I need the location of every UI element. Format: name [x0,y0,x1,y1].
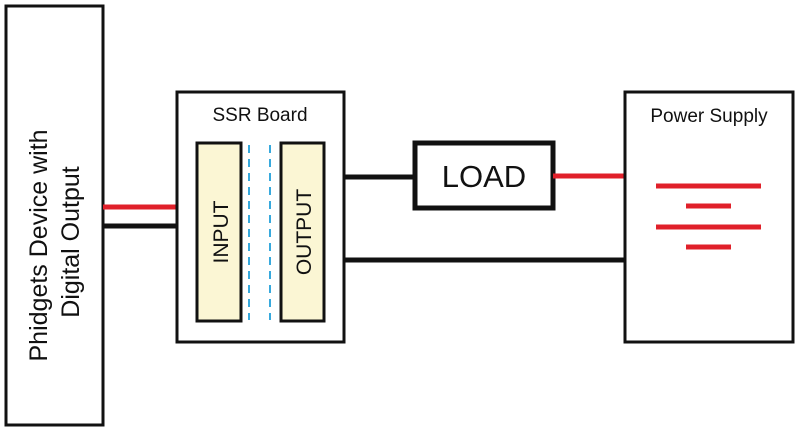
phidgets-device-label: Phidgets Device with Digital Output [25,122,85,361]
phidgets-device: Phidgets Device with Digital Output [4,4,105,427]
power-supply-title: Power Supply [650,106,768,127]
ssr-input-module [195,141,243,323]
ssr-output-label: OUTPUT [293,189,316,276]
ssr-board-title: SSR Board [212,105,307,126]
battery-symbol-icon [656,183,761,250]
power-supply: Power Supply [623,90,795,344]
ssr-input-label: INPUT [210,200,233,263]
device-label-line2: Digital Output [57,166,85,318]
ssr-output-module [279,141,326,323]
phidgets-device-box [4,4,105,427]
load: LOAD [412,140,556,211]
load-label: LOAD [442,159,526,194]
ssr-board: SSR Board INPUT OUTPUT [175,90,346,344]
load-box [412,140,556,211]
power-supply-box [623,90,795,344]
device-label-line1: Phidgets Device with [25,129,53,361]
